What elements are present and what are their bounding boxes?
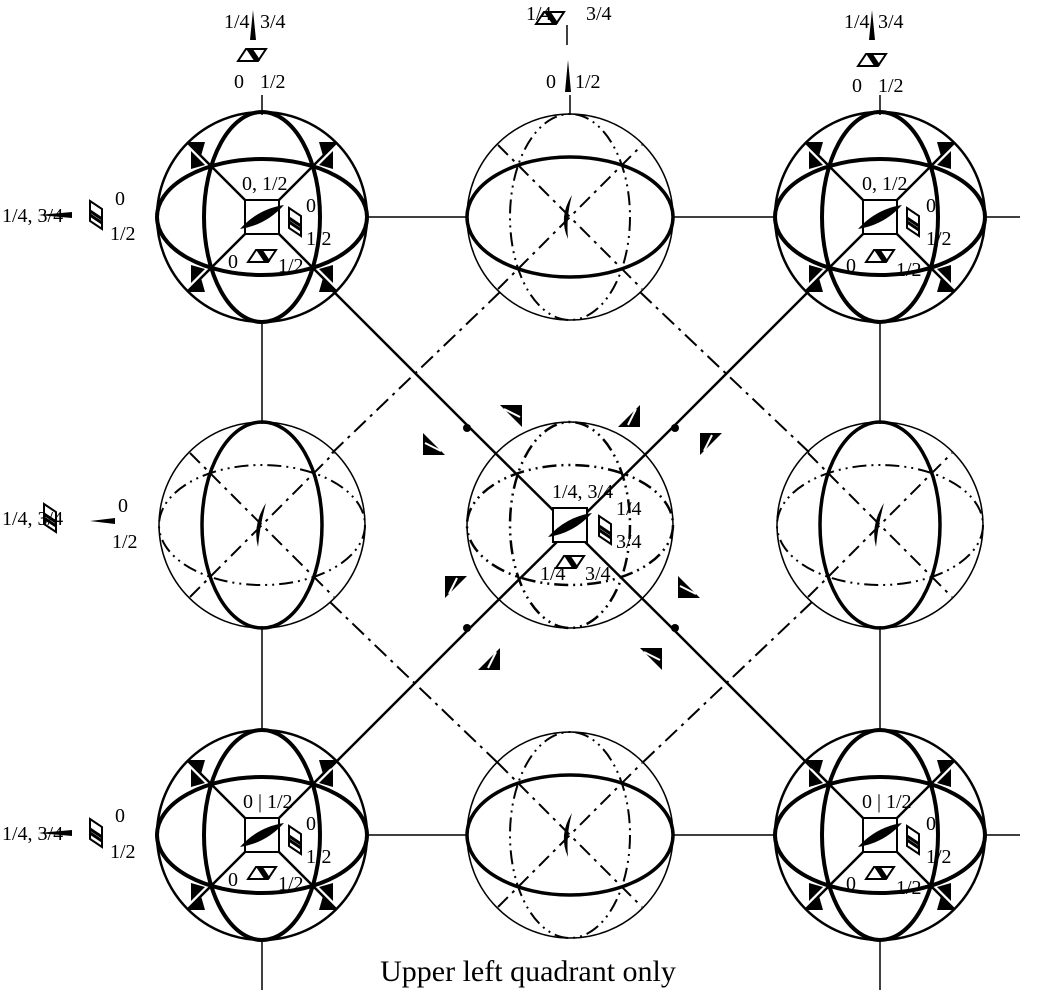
top-left-label-1: 1/4 bbox=[224, 11, 250, 33]
left-mid-num: 0 bbox=[118, 495, 128, 517]
top-right-label-2: 3/4 bbox=[878, 11, 904, 33]
tr-sphere-top: 0, 1/2 bbox=[862, 173, 908, 195]
top-left-label-2: 3/4 bbox=[260, 11, 286, 33]
left-top-label: 1/4, 3/4 bbox=[2, 205, 63, 227]
bl-sphere-right-num: 0 bbox=[306, 813, 316, 835]
top-mid-label-2: 3/4 bbox=[586, 3, 612, 25]
sphere-top-right bbox=[773, 110, 987, 324]
top-left-label-3: 0 bbox=[234, 71, 244, 93]
center-sphere-br: 3/4 bbox=[585, 563, 611, 585]
tl-sphere-bl: 0 bbox=[228, 251, 238, 273]
center-sphere-bl: 1/4 bbox=[540, 563, 566, 585]
bl-sphere-bl: 0 bbox=[228, 869, 238, 891]
bl-sphere-br: 1/2 bbox=[278, 873, 304, 895]
bl-sphere-right-den: 1/2 bbox=[306, 846, 332, 868]
left-bottom-label: 1/4, 3/4 bbox=[2, 823, 63, 845]
left-mid-den: 1/2 bbox=[112, 531, 138, 553]
left-top-num: 0 bbox=[115, 188, 125, 210]
br-sphere-right-den: 1/2 bbox=[926, 846, 952, 868]
wedge-symbols bbox=[422, 404, 723, 671]
sphere-top-left bbox=[155, 110, 369, 324]
tr-sphere-right-den: 1/2 bbox=[926, 228, 952, 250]
diagram-caption: Upper left quadrant only bbox=[380, 955, 676, 988]
tl-sphere-top: 0, 1/2 bbox=[242, 173, 288, 195]
sphere-middle-right bbox=[775, 420, 985, 630]
center-sphere-right-den: 3/4 bbox=[616, 531, 642, 553]
tr-sphere-br: 1/2 bbox=[896, 259, 922, 281]
br-sphere-bl: 0 bbox=[846, 873, 856, 895]
bl-sphere-top: 0 | 1/2 bbox=[243, 791, 293, 813]
left-mid-label: 1/4, 3/4 bbox=[2, 508, 63, 530]
top-mid-label-4: 1/2 bbox=[575, 71, 601, 93]
tl-sphere-br: 1/2 bbox=[278, 255, 304, 277]
top-right-label-4: 1/2 bbox=[878, 75, 904, 97]
grid-lines bbox=[261, 95, 1020, 990]
tr-sphere-right-num: 0 bbox=[926, 195, 936, 217]
sphere-middle-left bbox=[157, 420, 367, 630]
sphere-bottom-left bbox=[155, 728, 369, 942]
br-sphere-right-num: 0 bbox=[926, 813, 936, 835]
top-right-label-3: 0 bbox=[852, 75, 862, 97]
top-mid-label-3: 0 bbox=[546, 71, 556, 93]
tl-sphere-right-num: 0 bbox=[306, 195, 316, 217]
left-top-den: 1/2 bbox=[110, 223, 136, 245]
center-sphere-right-num: 1/4 bbox=[616, 498, 642, 520]
top-left-label-4: 1/2 bbox=[260, 71, 286, 93]
edge-symbols bbox=[38, 10, 888, 849]
center-sphere-top: 1/4, 3/4 bbox=[552, 481, 613, 503]
tr-sphere-bl: 0 bbox=[846, 255, 856, 277]
sphere-top-middle bbox=[465, 112, 675, 322]
left-bottom-den: 1/2 bbox=[110, 841, 136, 863]
tl-sphere-right-den: 1/2 bbox=[306, 228, 332, 250]
br-sphere-br: 1/2 bbox=[896, 877, 922, 899]
br-sphere-top: 0 | 1/2 bbox=[862, 791, 912, 813]
sphere-bottom-right bbox=[773, 728, 987, 942]
top-right-label-1: 1/4 bbox=[844, 11, 870, 33]
top-mid-label-1: 1/4 bbox=[526, 3, 552, 25]
left-bottom-num: 0 bbox=[115, 805, 125, 827]
dashdot-diamond bbox=[329, 291, 813, 766]
